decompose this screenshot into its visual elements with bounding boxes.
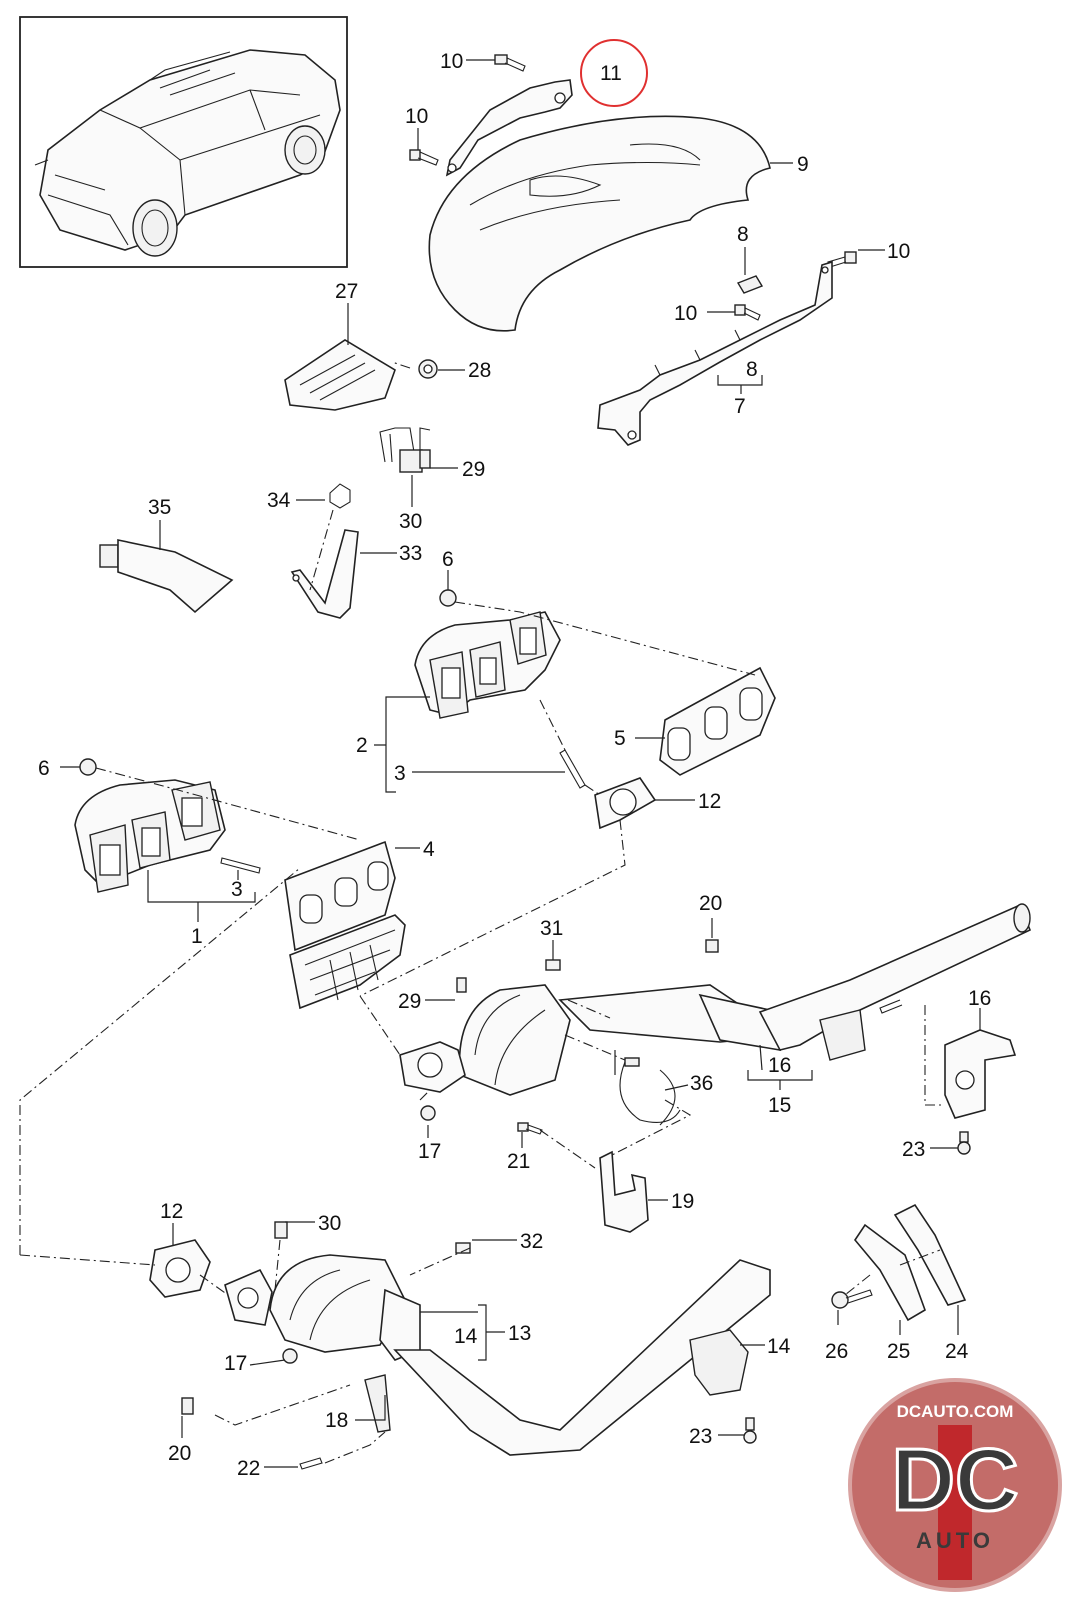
logo-letters: DC: [891, 1430, 1018, 1529]
callout-36: 36: [690, 1072, 713, 1095]
callout-10: 10: [887, 240, 910, 263]
callout-17: 17: [418, 1140, 441, 1163]
catalytic-converter-left: [149, 1239, 771, 1456]
callout-35: 35: [148, 496, 171, 519]
callout-26: 26: [825, 1340, 848, 1363]
callout-28: 28: [468, 359, 491, 382]
callout-20: 20: [699, 892, 722, 915]
callout-24: 24: [945, 1340, 969, 1363]
callout-22: 22: [237, 1457, 260, 1480]
vehicle-thumbnail: [19, 16, 348, 268]
callout-32: 32: [520, 1230, 543, 1253]
callout-10: 10: [440, 50, 463, 73]
callout-15: 15: [768, 1094, 791, 1117]
callout-10: 10: [405, 105, 428, 128]
flange-gasket: [594, 777, 657, 830]
support-bracket: [290, 529, 359, 619]
heat-shield-bracket: [445, 79, 573, 177]
callout-31: 31: [540, 917, 563, 940]
callout-18: 18: [325, 1409, 348, 1432]
heat-shield: [428, 115, 771, 332]
callout-8: 8: [737, 223, 749, 246]
clip-icon: [736, 275, 764, 294]
rubber-hanger-right: [944, 1029, 1017, 1119]
callout-3: 3: [231, 878, 243, 901]
callout-1: 1: [191, 925, 203, 948]
callout-13: 13: [508, 1322, 531, 1345]
callout-8: 8: [746, 358, 758, 381]
callout-6: 6: [442, 548, 454, 571]
callout-30: 30: [399, 510, 422, 533]
callout-29: 29: [398, 990, 421, 1013]
wire-plug: [379, 427, 431, 473]
callout-12: 12: [160, 1200, 183, 1223]
callout-29: 29: [462, 458, 485, 481]
callout-21: 21: [507, 1150, 530, 1173]
callout-33: 33: [399, 542, 422, 565]
callout-12: 12: [698, 790, 721, 813]
callout-labels: 10 11 10 9 8 10 10 8 7 27 28 29 30 34 35…: [38, 50, 991, 1480]
callout-20: 20: [168, 1442, 191, 1465]
callout-2: 2: [356, 734, 368, 757]
manifold-gasket-lower: [284, 840, 406, 1010]
callout-9: 9: [797, 153, 809, 176]
bolt-icon: [409, 54, 857, 321]
callout-34: 34: [267, 489, 291, 512]
stud-icon: [220, 749, 586, 874]
logo-word: AUTO: [916, 1528, 994, 1553]
heat-shield-small: [831, 1203, 967, 1322]
callout-16: 16: [768, 1054, 791, 1077]
callout-11: 11: [600, 62, 622, 85]
screw-icon: [181, 939, 971, 1470]
manifold-gasket: [659, 666, 776, 776]
callout-14: 14: [767, 1335, 791, 1358]
callout-17: 17: [224, 1352, 247, 1375]
callout-6: 6: [38, 757, 50, 780]
exhaust-manifold-lower: [74, 779, 226, 893]
catalytic-converter-right: [399, 903, 1032, 1096]
callout-30: 30: [318, 1212, 341, 1235]
assembly-lines: [19, 361, 945, 1464]
highlight-circle: [580, 39, 648, 107]
callout-16: 16: [968, 987, 991, 1010]
exhaust-manifold: [414, 611, 561, 719]
dcauto-logo: DCAUTO.COM DC AUTO: [848, 1378, 1062, 1592]
leader-lines: [60, 59, 981, 1468]
callout-10: 10: [674, 302, 697, 325]
callout-5: 5: [614, 727, 626, 750]
callout-27: 27: [335, 280, 358, 303]
callout-19: 19: [671, 1190, 694, 1213]
callout-4: 4: [423, 838, 435, 861]
callout-7: 7: [734, 395, 746, 418]
pipe-bracket: [599, 1150, 649, 1233]
connector-housing: [284, 339, 396, 411]
pipe-clamp: [619, 1057, 681, 1126]
callout-23: 23: [902, 1138, 925, 1161]
bracket-rail: [597, 260, 833, 446]
callout-25: 25: [887, 1340, 910, 1363]
callout-23: 23: [689, 1425, 712, 1448]
paste-tube: [99, 539, 234, 614]
logo-site-text: DCAUTO.COM: [897, 1402, 1014, 1421]
callout-3: 3: [394, 762, 406, 785]
callout-14: 14: [454, 1325, 478, 1348]
